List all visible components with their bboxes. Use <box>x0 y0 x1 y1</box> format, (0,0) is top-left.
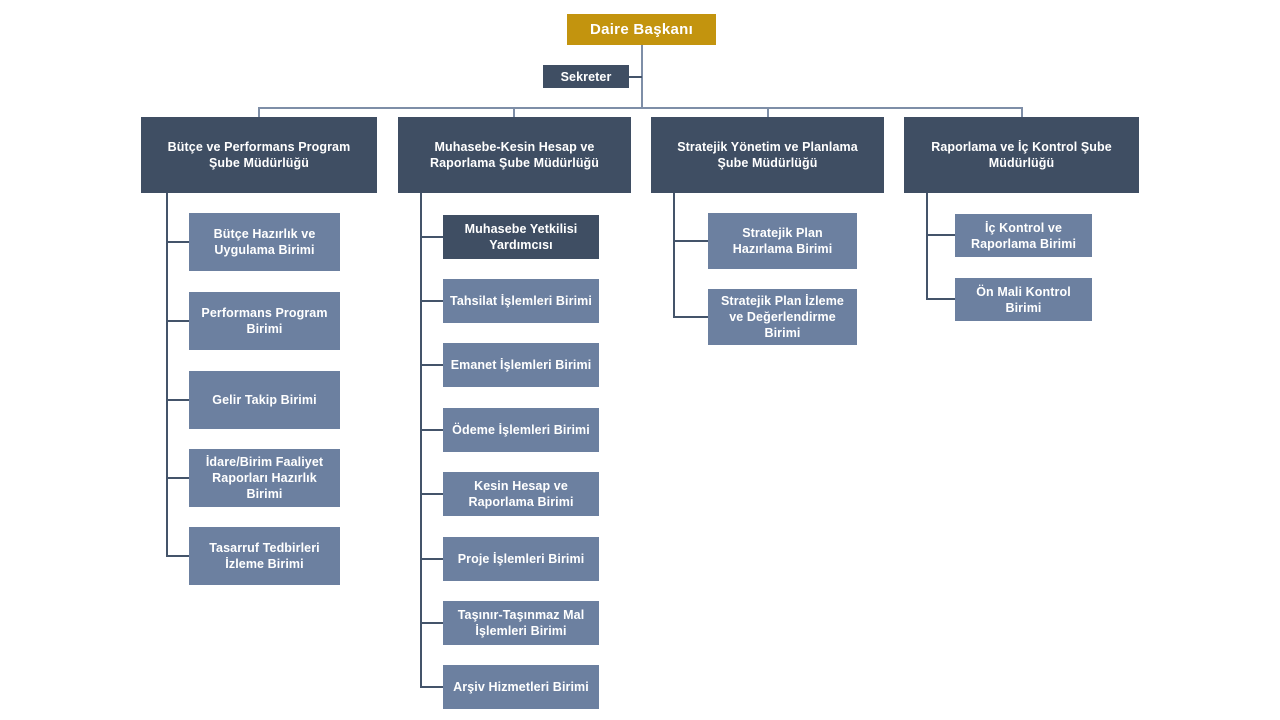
connector-col1-tick <box>166 241 189 243</box>
connector-col2-tick <box>420 236 443 238</box>
unit-stratejik-plan-hazirlama: Stratejik Plan Hazırlama Birimi <box>708 213 857 269</box>
connector-secretary-tick <box>629 76 642 78</box>
connector-col3-tick <box>673 316 708 318</box>
secretary-box: Sekreter <box>543 65 629 88</box>
connector-col1-vertical <box>166 193 168 556</box>
unit-emanet: Emanet İşlemleri Birimi <box>443 343 599 387</box>
unit-arsiv: Arşiv Hizmetleri Birimi <box>443 665 599 709</box>
branch-strategic-planning-header: Stratejik Yönetim ve Planlama Şube Müdür… <box>651 117 884 193</box>
connector-col4-vertical <box>926 193 928 299</box>
connector-col2-tick <box>420 686 443 688</box>
connector-col2-tick <box>420 300 443 302</box>
connector-col2-tick <box>420 429 443 431</box>
unit-proje: Proje İşlemleri Birimi <box>443 537 599 581</box>
connector-stub-branch-1 <box>258 108 260 118</box>
unit-tahsilat: Tahsilat İşlemleri Birimi <box>443 279 599 323</box>
connector-col1-tick <box>166 320 189 322</box>
connector-col2-tick <box>420 622 443 624</box>
connector-col2-tick <box>420 364 443 366</box>
unit-gelir-takip: Gelir Takip Birimi <box>189 371 340 429</box>
connector-col1-tick <box>166 399 189 401</box>
connector-col3-vertical <box>673 193 675 317</box>
unit-tasarruf-tedbirleri: Tasarruf Tedbirleri İzleme Birimi <box>189 527 340 585</box>
unit-tasinir-tasinmaz: Taşınır-Taşınmaz Mal İşlemleri Birimi <box>443 601 599 645</box>
unit-ic-kontrol-raporlama: İç Kontrol ve Raporlama Birimi <box>955 214 1092 257</box>
connector-stub-branch-4 <box>1021 108 1023 118</box>
unit-odeme: Ödeme İşlemleri Birimi <box>443 408 599 452</box>
connector-col3-tick <box>673 240 708 242</box>
connector-col4-tick <box>926 298 955 300</box>
unit-muhasebe-yetkilisi-yardimcisi: Muhasebe Yetkilisi Yardımcısı <box>443 215 599 259</box>
unit-butce-hazirlik: Bütçe Hazırlık ve Uygulama Birimi <box>189 213 340 271</box>
unit-idare-birim-faaliyet: İdare/Birim Faaliyet Raporları Hazırlık … <box>189 449 340 507</box>
org-root-box: Daire Başkanı <box>567 14 716 45</box>
connector-distribution <box>258 107 1023 109</box>
unit-on-mali-kontrol: Ön Mali Kontrol Birimi <box>955 278 1092 321</box>
connector-col2-vertical <box>420 193 422 687</box>
branch-accounting-header: Muhasebe-Kesin Hesap ve Raporlama Şube M… <box>398 117 631 193</box>
connector-col1-tick <box>166 477 189 479</box>
connector-col1-tick <box>166 555 189 557</box>
unit-stratejik-plan-izleme: Stratejik Plan İzleme ve Değerlendirme B… <box>708 289 857 345</box>
connector-stub-branch-3 <box>767 108 769 118</box>
connector-col2-tick <box>420 558 443 560</box>
connector-stub-branch-2 <box>513 108 515 118</box>
branch-reporting-internal-control-header: Raporlama ve İç Kontrol Şube Müdürlüğü <box>904 117 1139 193</box>
unit-performans-program: Performans Program Birimi <box>189 292 340 350</box>
unit-kesin-hesap: Kesin Hesap ve Raporlama Birimi <box>443 472 599 516</box>
connector-col2-tick <box>420 493 443 495</box>
connector-root-vertical <box>641 45 643 108</box>
connector-col4-tick <box>926 234 955 236</box>
branch-budget-performance-header: Bütçe ve Performans Program Şube Müdürlü… <box>141 117 377 193</box>
